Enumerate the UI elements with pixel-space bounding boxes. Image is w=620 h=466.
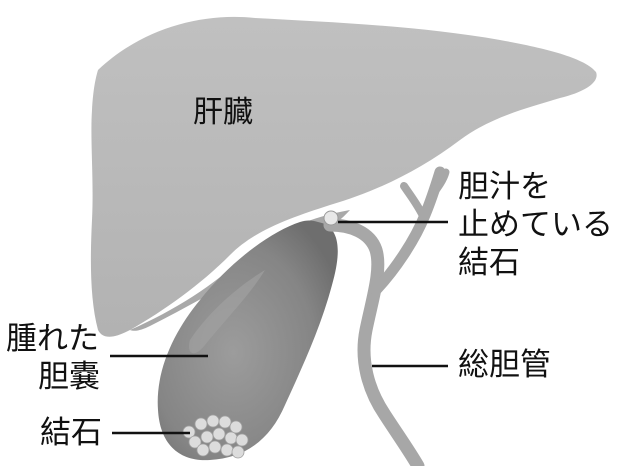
stone-blocking-bile-label-line3: 結石 (458, 244, 520, 282)
stone-blocking-bile-label-line1: 胆汁を (458, 168, 551, 206)
common-bile-duct-label: 総胆管 (458, 346, 551, 384)
liver-label: 肝臓 (193, 94, 253, 132)
swollen-gallbladder-label-line1: 腫れた (6, 320, 99, 358)
blocking-stone (324, 211, 338, 225)
gallstones-label: 結石 (40, 414, 102, 452)
swollen-gallbladder-label-line2: 胆嚢 (38, 358, 100, 396)
hepatic-duct-branch-left (404, 186, 424, 218)
stone-blocking-bile-label-line2: 止めている (458, 206, 613, 244)
